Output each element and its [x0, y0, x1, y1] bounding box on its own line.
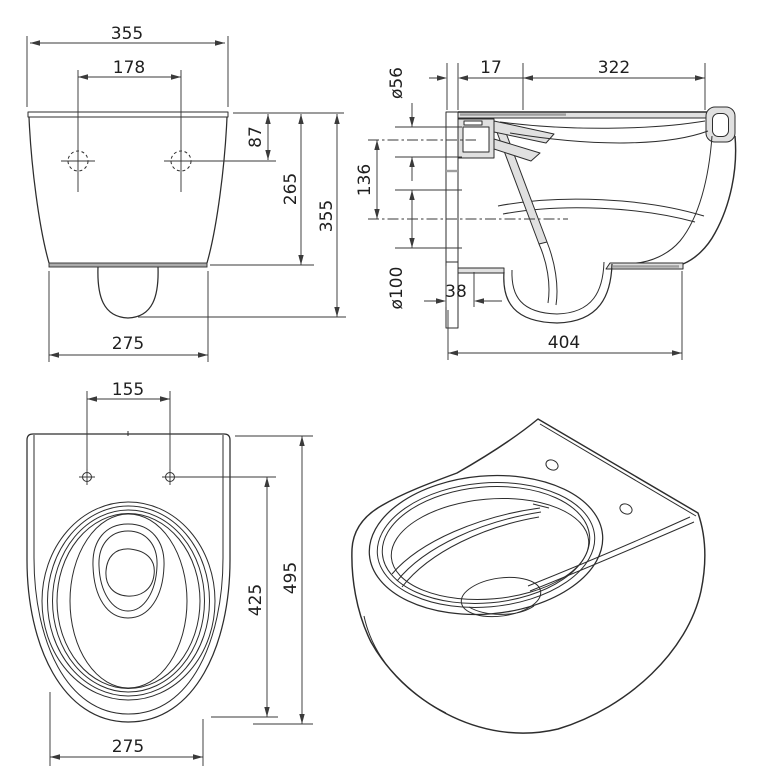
plan-outline-inner — [33, 435, 224, 715]
side-dim-outlet-diameter: ø100 — [387, 189, 462, 310]
iso-bowl-opening — [390, 497, 590, 601]
front-dim-overall-height-label: 355 — [317, 200, 337, 232]
side-rim-underside — [509, 130, 709, 144]
iso-sump — [460, 576, 542, 618]
side-inlet-slot — [463, 120, 483, 126]
plan-seat-ring-2 — [47, 505, 210, 697]
side-body — [368, 106, 737, 329]
plan-dim-front-width-label: 275 — [112, 737, 144, 757]
side-dim-outlet-diameter-label: ø100 — [387, 267, 407, 310]
front-dim-body-height-label: 265 — [281, 173, 301, 205]
side-water-arc-2 — [502, 207, 696, 223]
front-dim-overall-width: 355 — [26, 24, 229, 107]
side-dim-rim-depth-label: 322 — [598, 58, 630, 78]
iso-body-inner-edge — [363, 615, 447, 714]
side-jet-pipe-right — [546, 241, 558, 306]
iso-deck-crease-1 — [527, 516, 691, 587]
side-dim-outlet-offset: 38 — [424, 266, 502, 307]
side-bowl-wall — [635, 135, 713, 264]
front-dim-bolt-spacing: 178 — [77, 58, 182, 192]
iso-jet-mark — [532, 503, 550, 509]
side-dim-mount-offset-label: 17 — [480, 58, 502, 78]
plan-bowl-edge — [69, 513, 188, 689]
front-dim-body-height: 265 — [210, 114, 314, 266]
side-shelf-left — [457, 267, 505, 274]
front-bottom-band — [48, 262, 208, 268]
side-rim-web-lower — [493, 138, 541, 162]
iso-bowl-contour-2 — [396, 511, 542, 582]
iso-rim-mid — [376, 482, 596, 608]
front-left-side — [28, 116, 50, 264]
iso-bowl-contour-3 — [401, 516, 540, 588]
side-trap-outer — [503, 263, 613, 324]
front-dim-bottom-width: 275 — [48, 271, 209, 362]
plan-bolt-hole-right — [162, 469, 178, 485]
iso-silhouette — [351, 418, 706, 734]
side-section-view: 17 322 ø56 136 ø100 — [355, 58, 737, 360]
plan-seat-ring-1 — [41, 501, 216, 701]
front-body — [27, 111, 229, 319]
iso-deck-crease-2 — [529, 521, 695, 592]
plan-seat-ring-4 — [56, 513, 201, 689]
side-dim-port-spacing-label: 136 — [355, 164, 375, 196]
front-top-lip — [27, 111, 229, 118]
side-dim-inlet-diameter: ø56 — [387, 67, 462, 181]
plan-flush-rim-outer — [92, 523, 165, 619]
plan-view: 155 425 495 275 — [26, 380, 313, 766]
side-outer-wall — [682, 135, 737, 265]
iso-bolt-hole-left — [545, 459, 559, 471]
side-dim-mount-offset: 17 — [429, 58, 523, 110]
plan-dim-front-width: 275 — [49, 692, 204, 766]
plan-body — [26, 431, 231, 723]
plan-seat-ring-3 — [52, 509, 205, 693]
iso-sump-arc — [468, 605, 535, 615]
side-dim-overall-depth: 404 — [447, 271, 683, 360]
plan-outline-outer — [26, 433, 231, 723]
side-dim-outlet-offset-label: 38 — [445, 282, 467, 302]
side-rim-bead-inner — [712, 113, 729, 137]
side-seat-line — [499, 120, 706, 129]
side-dim-rim-depth: 322 — [522, 58, 706, 110]
plan-flush-rim-mid — [98, 530, 158, 612]
side-inlet-bore — [462, 126, 490, 153]
front-dim-bolt-offset: 87 — [165, 112, 344, 162]
iso-rim-inner — [381, 486, 591, 604]
side-jet-pipe-left — [538, 243, 550, 304]
plan-dim-bowl-depth: 425 — [178, 476, 278, 718]
plan-dim-bolt-spacing-label: 155 — [112, 380, 144, 400]
iso-deck-edge-inner — [539, 423, 697, 517]
side-dim-overall-depth-label: 404 — [548, 333, 580, 353]
front-outlet-spout — [97, 266, 159, 319]
iso-rim-outer — [368, 474, 604, 616]
plan-dim-overall-depth-label: 495 — [281, 562, 301, 594]
plan-dim-bolt-spacing: 155 — [86, 380, 171, 470]
front-dim-bottom-width-label: 275 — [112, 334, 144, 354]
side-dim-inlet-diameter-label: ø56 — [387, 67, 407, 99]
front-dim-bolt-spacing-label: 178 — [113, 58, 145, 78]
front-dim-overall-height: 355 — [138, 114, 346, 318]
side-water-arc-1 — [497, 198, 705, 217]
plan-bolt-hole-left — [79, 469, 95, 485]
front-right-side — [206, 116, 228, 264]
plan-flush-rim-inner — [105, 548, 155, 597]
iso-bolt-hole-right — [619, 503, 633, 515]
iso-bowl-contour-1 — [391, 507, 541, 575]
front-dim-overall-width-label: 355 — [111, 24, 143, 44]
front-dim-bolt-offset-label: 87 — [246, 126, 266, 148]
side-dim-port-spacing: 136 — [355, 140, 380, 219]
plan-dim-bowl-depth-label: 425 — [246, 584, 266, 616]
side-mounting-plate — [445, 111, 459, 329]
plan-dim-overall-depth: 495 — [235, 435, 313, 725]
side-trap-inner — [511, 261, 605, 315]
perspective-view — [351, 418, 706, 734]
front-view: 355 178 87 265 355 — [26, 24, 346, 362]
